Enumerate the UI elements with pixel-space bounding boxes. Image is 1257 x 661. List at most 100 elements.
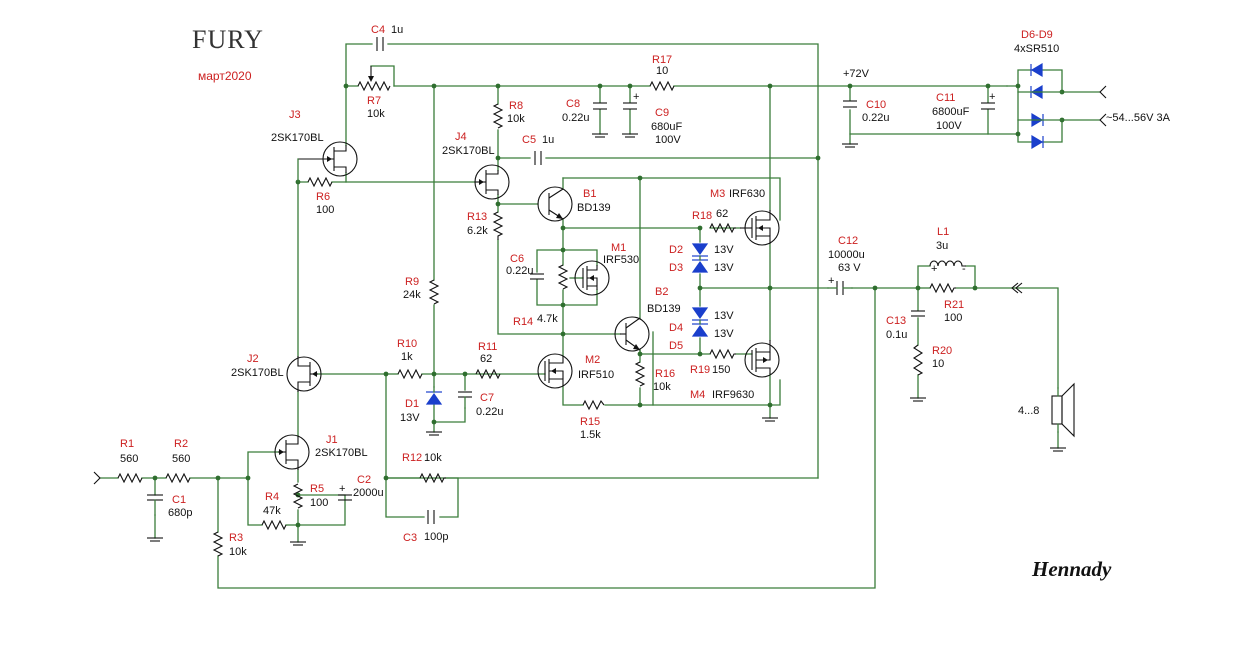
r13-value-label: 6.2k [467,225,488,237]
m1-ref-label: M1 [611,242,626,254]
capacitor-c4 [376,37,384,51]
r7-value-label: 10k [367,108,385,120]
r20-ref-label: R20 [932,345,952,357]
c9-value2-label: 100V [655,134,681,146]
r20-value-label: 10 [932,358,944,370]
j4-value-label: 2SK170BL [442,145,495,157]
c10-ref-label: C10 [866,99,886,111]
c6-value-label: 0.22u [506,265,534,277]
zener-d1 [425,386,443,405]
svg-text:+: + [339,483,345,495]
resistor-r18 [709,222,736,234]
capacitor-c6 [530,273,544,280]
resistor-r5 [292,483,304,509]
ground-symbols [147,133,1066,546]
d1-value-label: 13V [400,412,420,424]
ac-terminal-bottom [1099,113,1107,127]
resistor-r2 [165,472,191,484]
j2-value-label: 2SK170BL [231,367,284,379]
m2-ref-label: M2 [585,354,600,366]
c1-ref-label: C1 [172,494,186,506]
j3-ref-label: J3 [289,109,301,121]
capacitor-c7 [458,391,472,409]
r15-value-label: 1.5k [580,429,601,441]
title: FURY [192,25,264,54]
r9-value-label: 24k [403,289,421,301]
capacitor-c9 [623,102,637,110]
mosfet-m1 [574,260,610,296]
capacitor-c10 [843,100,857,108]
jfet-j3 [298,141,358,177]
resistor-r7 [357,80,391,92]
c13-ref-label: C13 [886,315,906,327]
vplus-label-label: +72V [843,68,870,80]
output-terminal [1011,282,1019,294]
r4-ref-label: R4 [265,491,279,503]
r16-value-label: 10k [653,381,671,393]
resistor-r19 [709,348,736,360]
resistor-r14 [557,264,569,290]
c9-ref-label: C9 [655,107,669,119]
c12-value-label: 10000u [828,249,865,261]
r17-value-label: 10 [656,65,668,77]
ac-terminal-top [1099,85,1107,99]
r21-value-label: 100 [944,312,962,324]
r19-ref-label: R19 [690,364,710,376]
c12-ref-label: C12 [838,235,858,247]
j1-ref-label: J1 [326,434,338,446]
zener-d2 [691,243,709,257]
r3-value-label: 10k [229,546,247,558]
r4-value-label: 47k [263,505,281,517]
jfet-j4 [474,164,510,200]
c7-ref-label: C7 [480,392,494,404]
resistor-r13 [492,211,504,240]
r13-ref-label: R13 [467,211,487,223]
svg-text:+: + [828,275,834,287]
r19-value-label: 150 [712,364,730,376]
jfet-j1 [274,434,310,470]
d2-ref-label: D2 [669,244,683,256]
r5-value-label: 100 [310,497,328,509]
r15-ref-label: R15 [580,416,600,428]
c2-ref-label: C2 [357,474,371,486]
r21-ref-label: R21 [944,299,964,311]
resistor-r17 [649,80,675,92]
ac-input-label-label: ~54...56V 3A [1106,112,1171,124]
bridge-rectifier [1017,62,1063,150]
b2-ref-label: B2 [655,286,668,298]
c4-ref-label: C4 [371,24,385,36]
capacitor-c2 [338,494,352,501]
j3-value-label: 2SK170BL [271,132,324,144]
date: март2020 [198,69,252,83]
resistor-r21 [929,282,956,294]
c12-value2-label: 63 V [838,262,861,274]
d6-d9-ref-label: D6-D9 [1021,29,1053,41]
m3-value-label: IRF630 [729,188,765,200]
r11-value-label: 62 [480,353,492,365]
m3-ref-label: M3 [710,188,725,200]
resistor-r20 [912,344,924,376]
junctions [152,83,1065,528]
r7-ref-label: R7 [367,95,381,107]
c8-ref-label: C8 [566,98,580,110]
c3-ref-label: C3 [403,532,417,544]
capacitors: + + + + [147,37,995,524]
capacitor-c1 [147,494,163,516]
b2-value-label: BD139 [647,303,681,315]
resistor-r12 [419,472,446,484]
capacitor-c13 [911,310,925,317]
r3-ref-label: R3 [229,532,243,544]
d3-ref-label: D3 [669,262,683,274]
svg-text:+: + [989,91,995,103]
c3-value-label: 100p [424,531,448,543]
d6-d9-value-label: 4xSR510 [1014,43,1059,55]
c7-value-label: 0.22u [476,406,504,418]
r10-value-label: 1k [401,351,413,363]
m1-value-label: IRF530 [603,254,639,266]
mosfet-m3 [740,210,780,246]
c11-ref-label: C11 [936,92,955,104]
resistor-r8 [492,103,504,129]
d5-ref-label: D5 [669,340,683,352]
jfet-j2 [286,356,322,392]
labels: FURY март2020 Hennady +72V ~54...56V 3A … [120,24,1171,581]
